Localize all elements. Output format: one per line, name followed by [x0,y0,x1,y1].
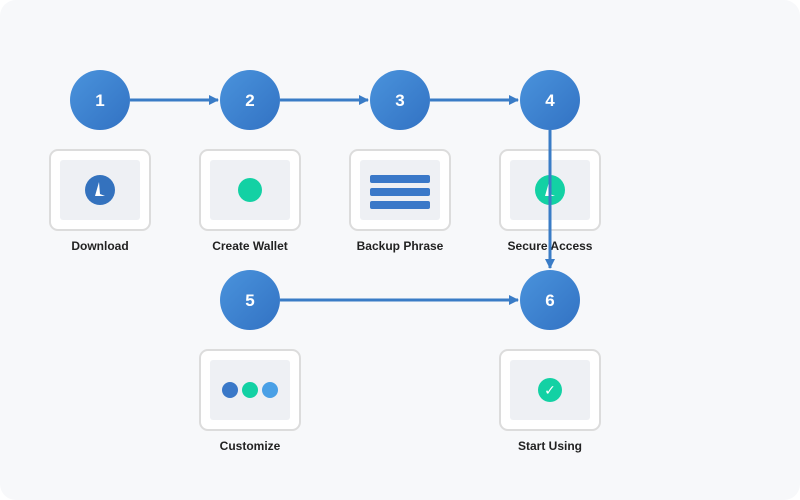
step-circle-6: 6 [520,270,580,330]
svg-text:4: 4 [545,91,555,110]
step-card-5 [199,349,301,431]
download-arrow-icon [85,175,115,205]
step-card-1 [49,149,151,231]
svg-text:6: 6 [545,291,554,310]
step-label-2: Create Wallet [212,239,288,253]
color-dots-icon [222,382,278,398]
step-circle-2: 2 [220,70,280,130]
step-circle-1: 1 [70,70,130,130]
step-card-3 [349,149,451,231]
step-label-6: Start Using [518,439,582,453]
svg-text:2: 2 [245,91,254,110]
svg-text:1: 1 [95,91,104,110]
step-circle-4: 4 [520,70,580,130]
svg-text:3: 3 [395,91,404,110]
step-circle-3: 3 [370,70,430,130]
step-card-2 [199,149,301,231]
check-icon: ✓ [538,378,562,402]
svg-text:✓: ✓ [544,383,556,399]
step-label-5: Customize [220,439,281,453]
phrase-lines-icon [370,175,430,209]
svg-text:5: 5 [245,291,254,310]
step-circle-5: 5 [220,270,280,330]
step-label-3: Backup Phrase [357,239,444,253]
green-dot-icon [238,178,262,202]
step-label-1: Download [71,239,128,253]
step-card-6: ✓ [499,349,601,431]
